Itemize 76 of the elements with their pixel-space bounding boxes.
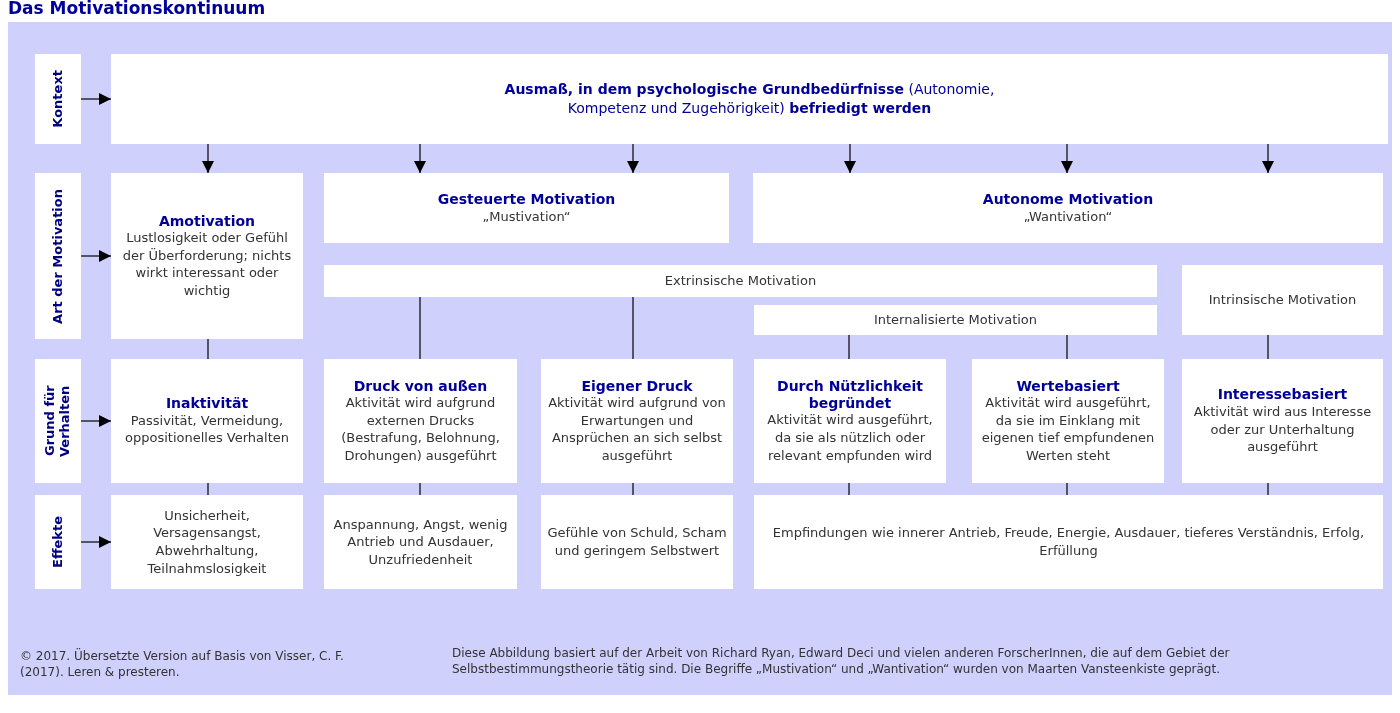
diagram-title: Das Motivationskontinuum bbox=[8, 0, 266, 17]
box-heading: Gesteuerte Motivation bbox=[437, 190, 616, 208]
connector-line bbox=[1066, 334, 1068, 360]
box-heading: Inaktivität bbox=[165, 395, 249, 412]
box-description: Aktivität wird aufgrund externen Drucks (Bestrafung, Belohnung, Drohungen) ausgeführt bbox=[340, 394, 501, 465]
category-box bbox=[1182, 265, 1383, 335]
box-text: Anspannung, Angst, wenig Antrieb und Ausdauer, Unzufriedenheit bbox=[332, 515, 509, 569]
box-heading: Amotivation bbox=[158, 212, 256, 230]
connector-line bbox=[848, 482, 850, 496]
connector-line bbox=[632, 482, 634, 496]
connector-line bbox=[419, 482, 421, 496]
category-box bbox=[754, 359, 946, 483]
box-heading: Eigener Druck bbox=[581, 377, 693, 395]
context-text: Ausmaß, in dem psychologische Grundbedürfnisse (Autonomie, Kompetenz und Zugehörigkeit) befriedigt werden bbox=[503, 80, 996, 118]
box-heading: Interessebasiert bbox=[1217, 386, 1348, 404]
row-label-text: Effekte bbox=[50, 516, 66, 568]
row-label bbox=[35, 495, 81, 589]
arrow bbox=[202, 143, 214, 174]
arrow bbox=[80, 415, 112, 427]
box-text: Intrinsische Motivation bbox=[1208, 291, 1357, 309]
category-box bbox=[754, 305, 1157, 335]
box-description: Aktivität wird ausgeführt, da sie als nützlich oder relevant empfunden wird bbox=[766, 411, 934, 465]
category-box bbox=[324, 359, 517, 483]
arrow bbox=[414, 143, 426, 174]
arrow bbox=[844, 143, 856, 174]
arrow bbox=[80, 93, 112, 105]
row-label-text: Grund für Verhalten bbox=[43, 384, 73, 459]
connector-line bbox=[632, 296, 634, 360]
connector-line bbox=[1066, 482, 1068, 496]
connector-line bbox=[1267, 334, 1269, 360]
category-box bbox=[324, 265, 1157, 297]
box-description: Aktivität wird aufgrund von Erwartungen und Ansprüchen an sich selbst ausgeführt bbox=[547, 394, 727, 465]
category-box bbox=[111, 173, 303, 339]
category-box bbox=[753, 173, 1383, 243]
connector-line bbox=[848, 334, 850, 360]
category-box bbox=[111, 359, 303, 483]
box-description: „Wantivation“ bbox=[1023, 207, 1113, 226]
category-box bbox=[324, 173, 729, 243]
connector-line bbox=[207, 482, 209, 496]
arrow bbox=[1262, 143, 1274, 174]
arrow bbox=[80, 250, 112, 262]
category-box bbox=[111, 495, 303, 589]
row-label bbox=[35, 359, 81, 483]
box-description: Passivität, Vermeidung, oppositionelles Verhalten bbox=[124, 411, 290, 447]
source-note: Diese Abbildung basiert auf der Arbeit von Richard Ryan, Edward Deci und vielen anderen ForscherInnen, die auf dem Gebiet der Selbstbestimmungstheorie tätig sind. Die Begriffe „Mustivation“ und „Wantivation“ wurden von Maarten Vansteenkiste geprägt. bbox=[452, 645, 1231, 678]
box-heading: Druck von außen bbox=[353, 377, 488, 395]
box-text: Internalisierte Motivation bbox=[873, 311, 1038, 329]
category-box bbox=[754, 495, 1383, 589]
category-box bbox=[541, 359, 733, 483]
box-text: Unsicherheit, Versagensangst, Abwehrhaltung, Teilnahmslosigkeit bbox=[146, 506, 268, 578]
box-text: Gefühle von Schuld, Scham und geringem Selbstwert bbox=[547, 524, 727, 560]
category-box bbox=[1182, 359, 1383, 483]
box-text: Extrinsische Motivation bbox=[664, 272, 817, 290]
box-heading: Wertebasiert bbox=[1016, 377, 1120, 395]
category-box bbox=[972, 359, 1164, 483]
arrow bbox=[1061, 143, 1073, 174]
arrow bbox=[80, 536, 112, 548]
row-label-text: Art der Motivation bbox=[50, 188, 66, 324]
box-heading: Autonome Motivation bbox=[982, 190, 1154, 208]
box-text: Empfindungen wie innerer Antrieb, Freude, Energie, Ausdauer, tieferes Verständnis, Erfolg, Erfüllung bbox=[771, 524, 1366, 560]
box-description: Aktivität wird aus Interesse oder zur Unterhaltung ausgeführt bbox=[1192, 403, 1373, 456]
connector-line bbox=[1267, 482, 1269, 496]
arrow bbox=[627, 143, 639, 174]
box-description: „Mustivation“ bbox=[482, 207, 571, 226]
context-box bbox=[111, 54, 1388, 144]
row-label bbox=[35, 173, 81, 339]
category-box bbox=[541, 495, 733, 589]
copyright-note: © 2017. Übersetzte Version auf Basis von Visser, C. F. (2017). Leren & presteren. bbox=[20, 648, 345, 681]
connector-line bbox=[207, 338, 209, 360]
box-description: Lustlosigkeit oder Gefühl der Überforderung; nichts wirkt interessant oder wichtig bbox=[121, 229, 293, 300]
box-description: Aktivität wird ausgeführt, da sie im Einklang mit eigenen tief empfundenen Werten steht bbox=[980, 394, 1156, 465]
category-box bbox=[324, 495, 517, 589]
row-label bbox=[35, 54, 81, 144]
box-heading: Durch Nützlichkeit begründet bbox=[776, 377, 924, 412]
connector-line bbox=[419, 296, 421, 360]
row-label-text: Kontext bbox=[50, 70, 66, 128]
